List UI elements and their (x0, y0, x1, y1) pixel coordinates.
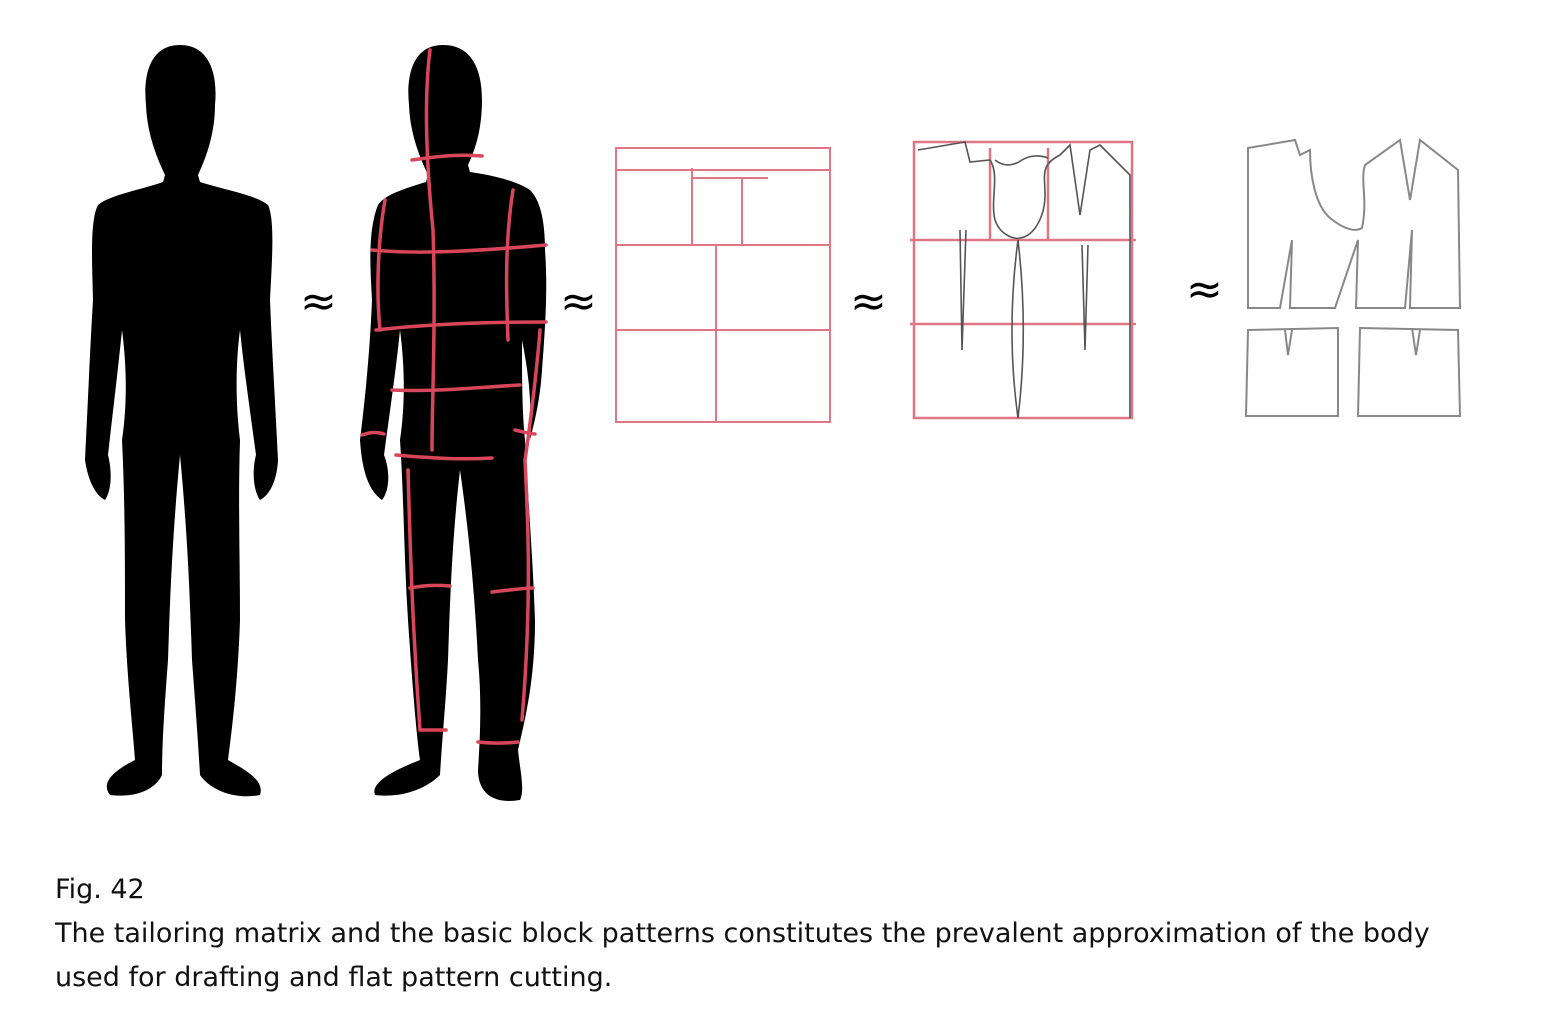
caption-text: The tailoring matrix and the basic block… (55, 918, 1430, 993)
body-with-matrix (360, 45, 548, 801)
block-pattern-on-grid (910, 140, 1136, 420)
basic-block-patterns (1244, 138, 1462, 417)
body-silhouette (85, 45, 278, 797)
tailoring-matrix-grid (615, 147, 831, 423)
figure-illustration (85, 45, 1462, 801)
figure-number: Fig. 42 (55, 874, 145, 905)
figure-caption: Fig. 42 The tailoring matrix and the bas… (55, 868, 1495, 1000)
approx-symbol-1: ≈ (300, 276, 337, 327)
approx-symbol-4: ≈ (1186, 264, 1223, 315)
approx-symbol-2: ≈ (560, 276, 597, 327)
approx-symbol-3: ≈ (850, 276, 887, 327)
